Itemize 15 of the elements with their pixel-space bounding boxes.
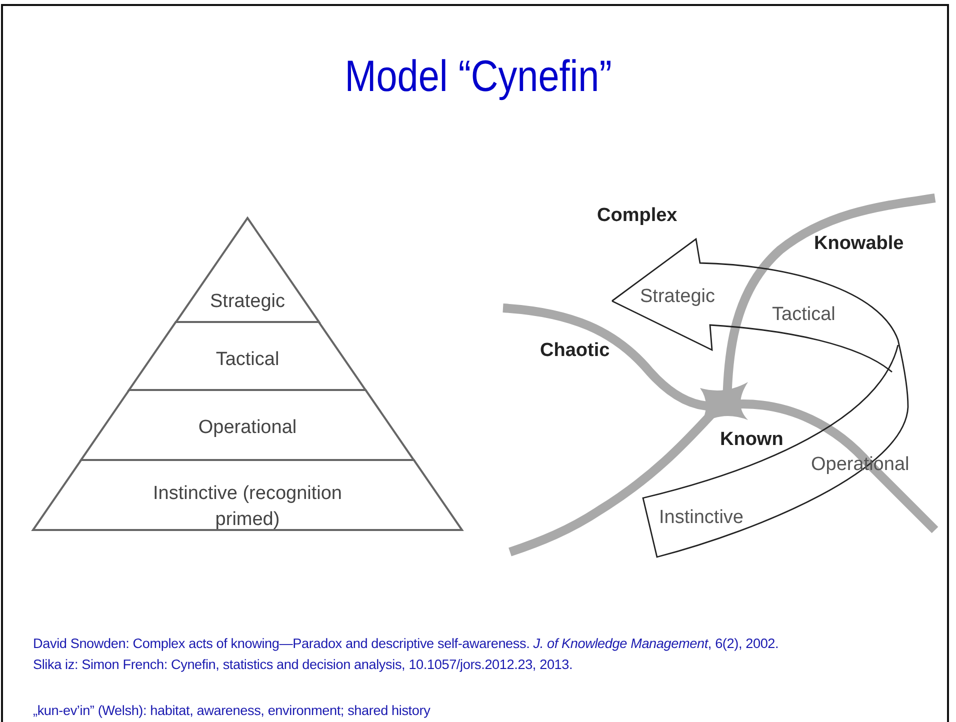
layer-label: Tactical [216,348,280,372]
domain-label: Chaotic [540,340,610,362]
citation-text: David Snowden: Complex acts of knowing—Paradox and descriptive self-awareness. J. of Knowledge Management, 6(2), 2002. [33,636,779,651]
slide-title: Model “Cynefin” [344,52,612,102]
domain-label: Knowable [814,233,904,255]
arrow-label: Strategic [640,286,715,308]
domain-label: Complex [597,205,678,227]
arrow-label: Instinctive [659,507,744,529]
etymology-note: „kun-ev’in” (Welsh): habitat, awareness, environment; shared history [33,703,430,718]
citation-text: Slika iz: Simon French: Cynefin, statistics and decision analysis, 10.1057/jors.2012.23, 2013. [33,657,573,672]
layer-label: Strategic [210,290,285,314]
layer-label: Instinctive (recognition primed) [152,482,344,532]
arrow-label: Tactical [772,304,836,326]
domain-label: Known [720,429,784,451]
layer-label: Operational [198,416,297,440]
